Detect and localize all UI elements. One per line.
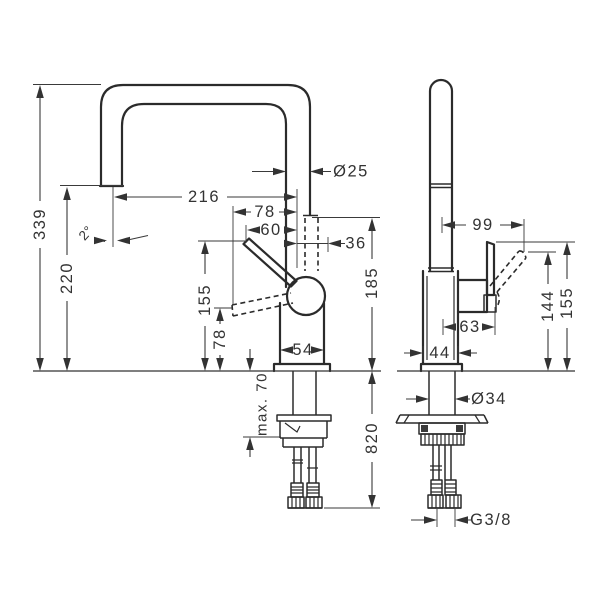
arrowheads <box>36 85 571 524</box>
dimension-labels: 339 220 216 78 60 36 Ø25 155 78 max. 70 … <box>31 163 576 530</box>
dim-label-body-width-54: 54 <box>292 341 313 359</box>
dim-label-handle-upright-height: 155 <box>558 287 576 319</box>
dim-label-spout-reach: 216 <box>188 188 220 206</box>
dim-label-shank-diameter: Ø34 <box>471 390 507 408</box>
left-view-undercounter-assembly <box>276 371 332 509</box>
dim-label-max-deck-thickness: max. 70 <box>254 372 271 436</box>
dim-label-body-offset-36: 36 <box>345 235 366 253</box>
handle-pivot-ball <box>285 275 327 317</box>
lever-handle-raised <box>242 237 298 288</box>
dim-label-handle-swing-reach: 99 <box>472 216 493 234</box>
cartridge-housing <box>456 278 489 314</box>
dim-label-body-depth-44: 44 <box>429 344 450 362</box>
dim-label-outlet-angle: 2° <box>76 223 96 243</box>
right-view-faucet-outline <box>419 78 527 373</box>
side-handle-upright <box>485 240 496 297</box>
dim-label-connection-thread: G3/8 <box>470 511 512 529</box>
dim-label-handle-raised-height: 155 <box>196 284 214 316</box>
right-view-undercounter-assembly <box>395 371 489 509</box>
side-handle-foot <box>483 294 497 313</box>
dim-label-spout-diameter: Ø25 <box>333 163 369 181</box>
dim-label-handle-offset-60: 60 <box>260 221 281 239</box>
dim-label-handle-tilted-height: 144 <box>539 290 557 322</box>
dim-label-handle-offset-78: 78 <box>254 203 275 221</box>
dim-label-outlet-height: 220 <box>58 262 76 294</box>
lever-handle-lowered <box>231 292 294 317</box>
extension-lines <box>33 84 575 527</box>
dim-label-handle-lowered-height: 78 <box>211 328 229 349</box>
dim-label-hose-length: 820 <box>363 422 381 454</box>
dim-label-total-height: 339 <box>31 208 49 240</box>
pullout-wand-hidden <box>304 218 319 271</box>
dim-label-handle-face-offset: 63 <box>459 318 480 336</box>
dim-label-spout-end-height: 185 <box>363 267 381 299</box>
dimension-lines <box>39 97 568 521</box>
left-view-faucet-outline <box>98 83 332 373</box>
